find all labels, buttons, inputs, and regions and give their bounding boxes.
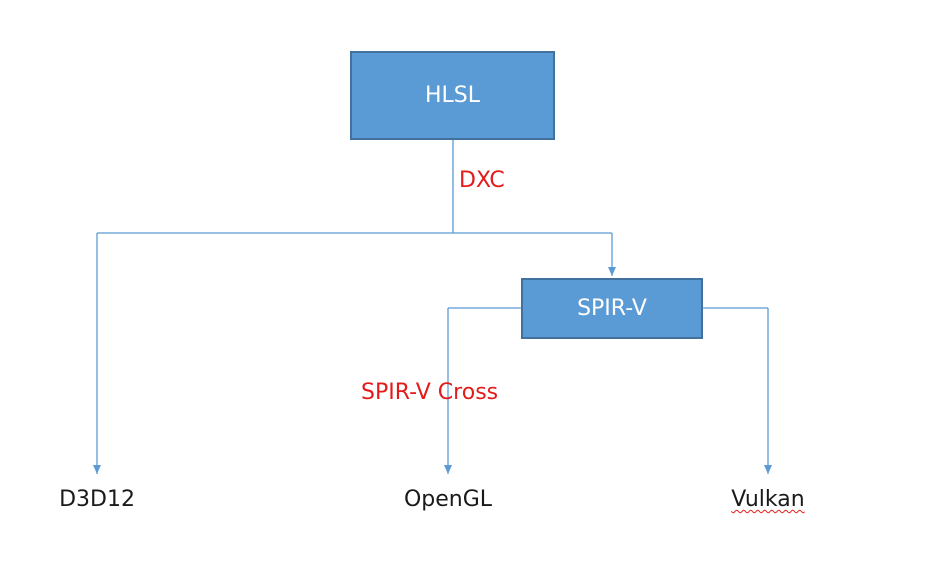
d3d12-target-label: D3D12 <box>59 487 135 512</box>
spirv-node: SPIR-V <box>521 278 703 339</box>
hlsl-node: HLSL <box>350 51 555 140</box>
spirv-cross-edge-label: SPIR-V Cross <box>361 380 499 405</box>
dxc-edge-label: DXC <box>459 168 505 193</box>
opengl-target-label: OpenGL <box>403 487 493 512</box>
vulkan-target-label: Vulkan <box>731 487 805 512</box>
hlsl-node-label: HLSL <box>424 83 481 108</box>
spirv-node-label: SPIR-V <box>577 296 647 321</box>
